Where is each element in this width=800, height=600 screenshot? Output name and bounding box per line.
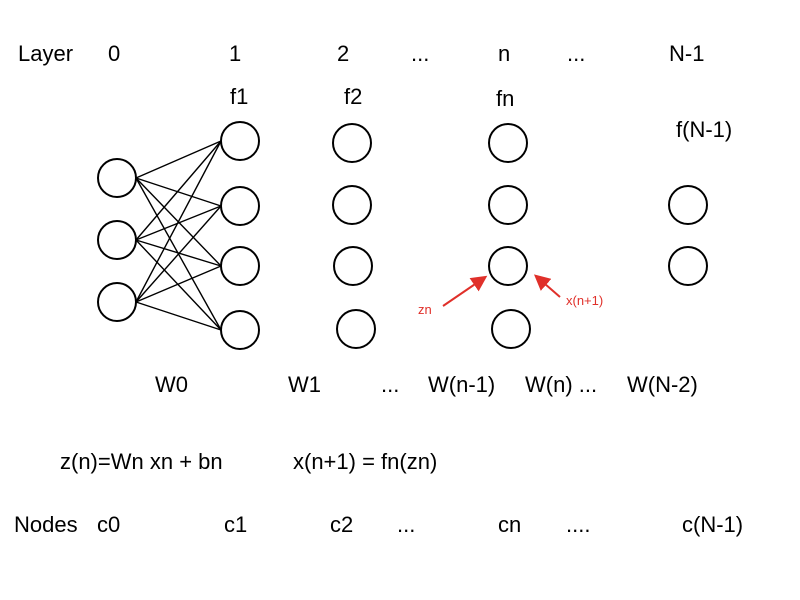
node	[491, 309, 531, 349]
weight-label-WN-2: W(N-2)	[627, 372, 698, 397]
node	[220, 121, 260, 161]
layer-n-nodes	[488, 123, 531, 349]
node-count-c1: c1	[224, 512, 248, 537]
equation-z: z(n)=Wn xn + bn	[60, 449, 223, 474]
node-count-cN-1: c(N-1)	[682, 512, 744, 537]
node	[332, 185, 372, 225]
node-count-ellipsis-2: ....	[566, 512, 591, 537]
node-count-c0: c0	[97, 512, 121, 537]
node	[220, 246, 260, 286]
node	[668, 185, 708, 225]
weight-label-ellipsis: ...	[381, 372, 400, 397]
weight-label-W1: W1	[288, 372, 321, 397]
node-count-ellipsis: ...	[397, 512, 416, 537]
layer-0-nodes	[97, 158, 137, 322]
node	[220, 310, 260, 350]
layer-2-nodes	[332, 123, 376, 349]
node	[488, 185, 528, 225]
function-label-fN-1: f(N-1)	[676, 117, 733, 142]
layer-index-n: n	[498, 41, 511, 66]
connections-layer0-layer1	[135, 140, 222, 331]
xn1-arrow	[533, 274, 561, 298]
layer-index-1: 1	[229, 41, 242, 66]
layer-index-0: 0	[108, 41, 121, 66]
layer-index-ellipsis-2: ...	[567, 41, 586, 66]
nodes-label: Nodes	[14, 512, 78, 537]
node	[332, 123, 372, 163]
node-count-cn: cn	[498, 512, 522, 537]
function-label-f1: f1	[230, 84, 249, 109]
node	[488, 123, 528, 163]
layer-1-nodes	[220, 121, 260, 350]
weight-label-Wn: W(n) ...	[525, 372, 598, 397]
node	[668, 246, 708, 286]
node	[97, 158, 137, 198]
weight-label-Wn-1: W(n-1)	[428, 372, 496, 397]
layer-label: Layer	[18, 41, 74, 66]
node	[336, 309, 376, 349]
layer-index-2: 2	[337, 41, 350, 66]
annotation-xn1: x(n+1)	[566, 293, 604, 308]
function-label-fn: fn	[496, 86, 515, 111]
node-count-c2: c2	[330, 512, 354, 537]
annotation-zn: zn	[418, 302, 432, 317]
equation-x: x(n+1) = fn(zn)	[293, 449, 438, 474]
node	[333, 246, 373, 286]
zn-arrow	[442, 275, 488, 307]
weight-label-W0: W0	[155, 372, 188, 397]
layer-index-ellipsis: ...	[411, 41, 430, 66]
node	[97, 220, 137, 260]
node	[97, 282, 137, 322]
layer-index-N-1: N-1	[669, 41, 705, 66]
annotation-arrows	[442, 274, 561, 307]
function-label-f2: f2	[344, 84, 363, 109]
node	[220, 186, 260, 226]
layer-N-1-nodes	[668, 185, 708, 286]
node	[488, 246, 528, 286]
